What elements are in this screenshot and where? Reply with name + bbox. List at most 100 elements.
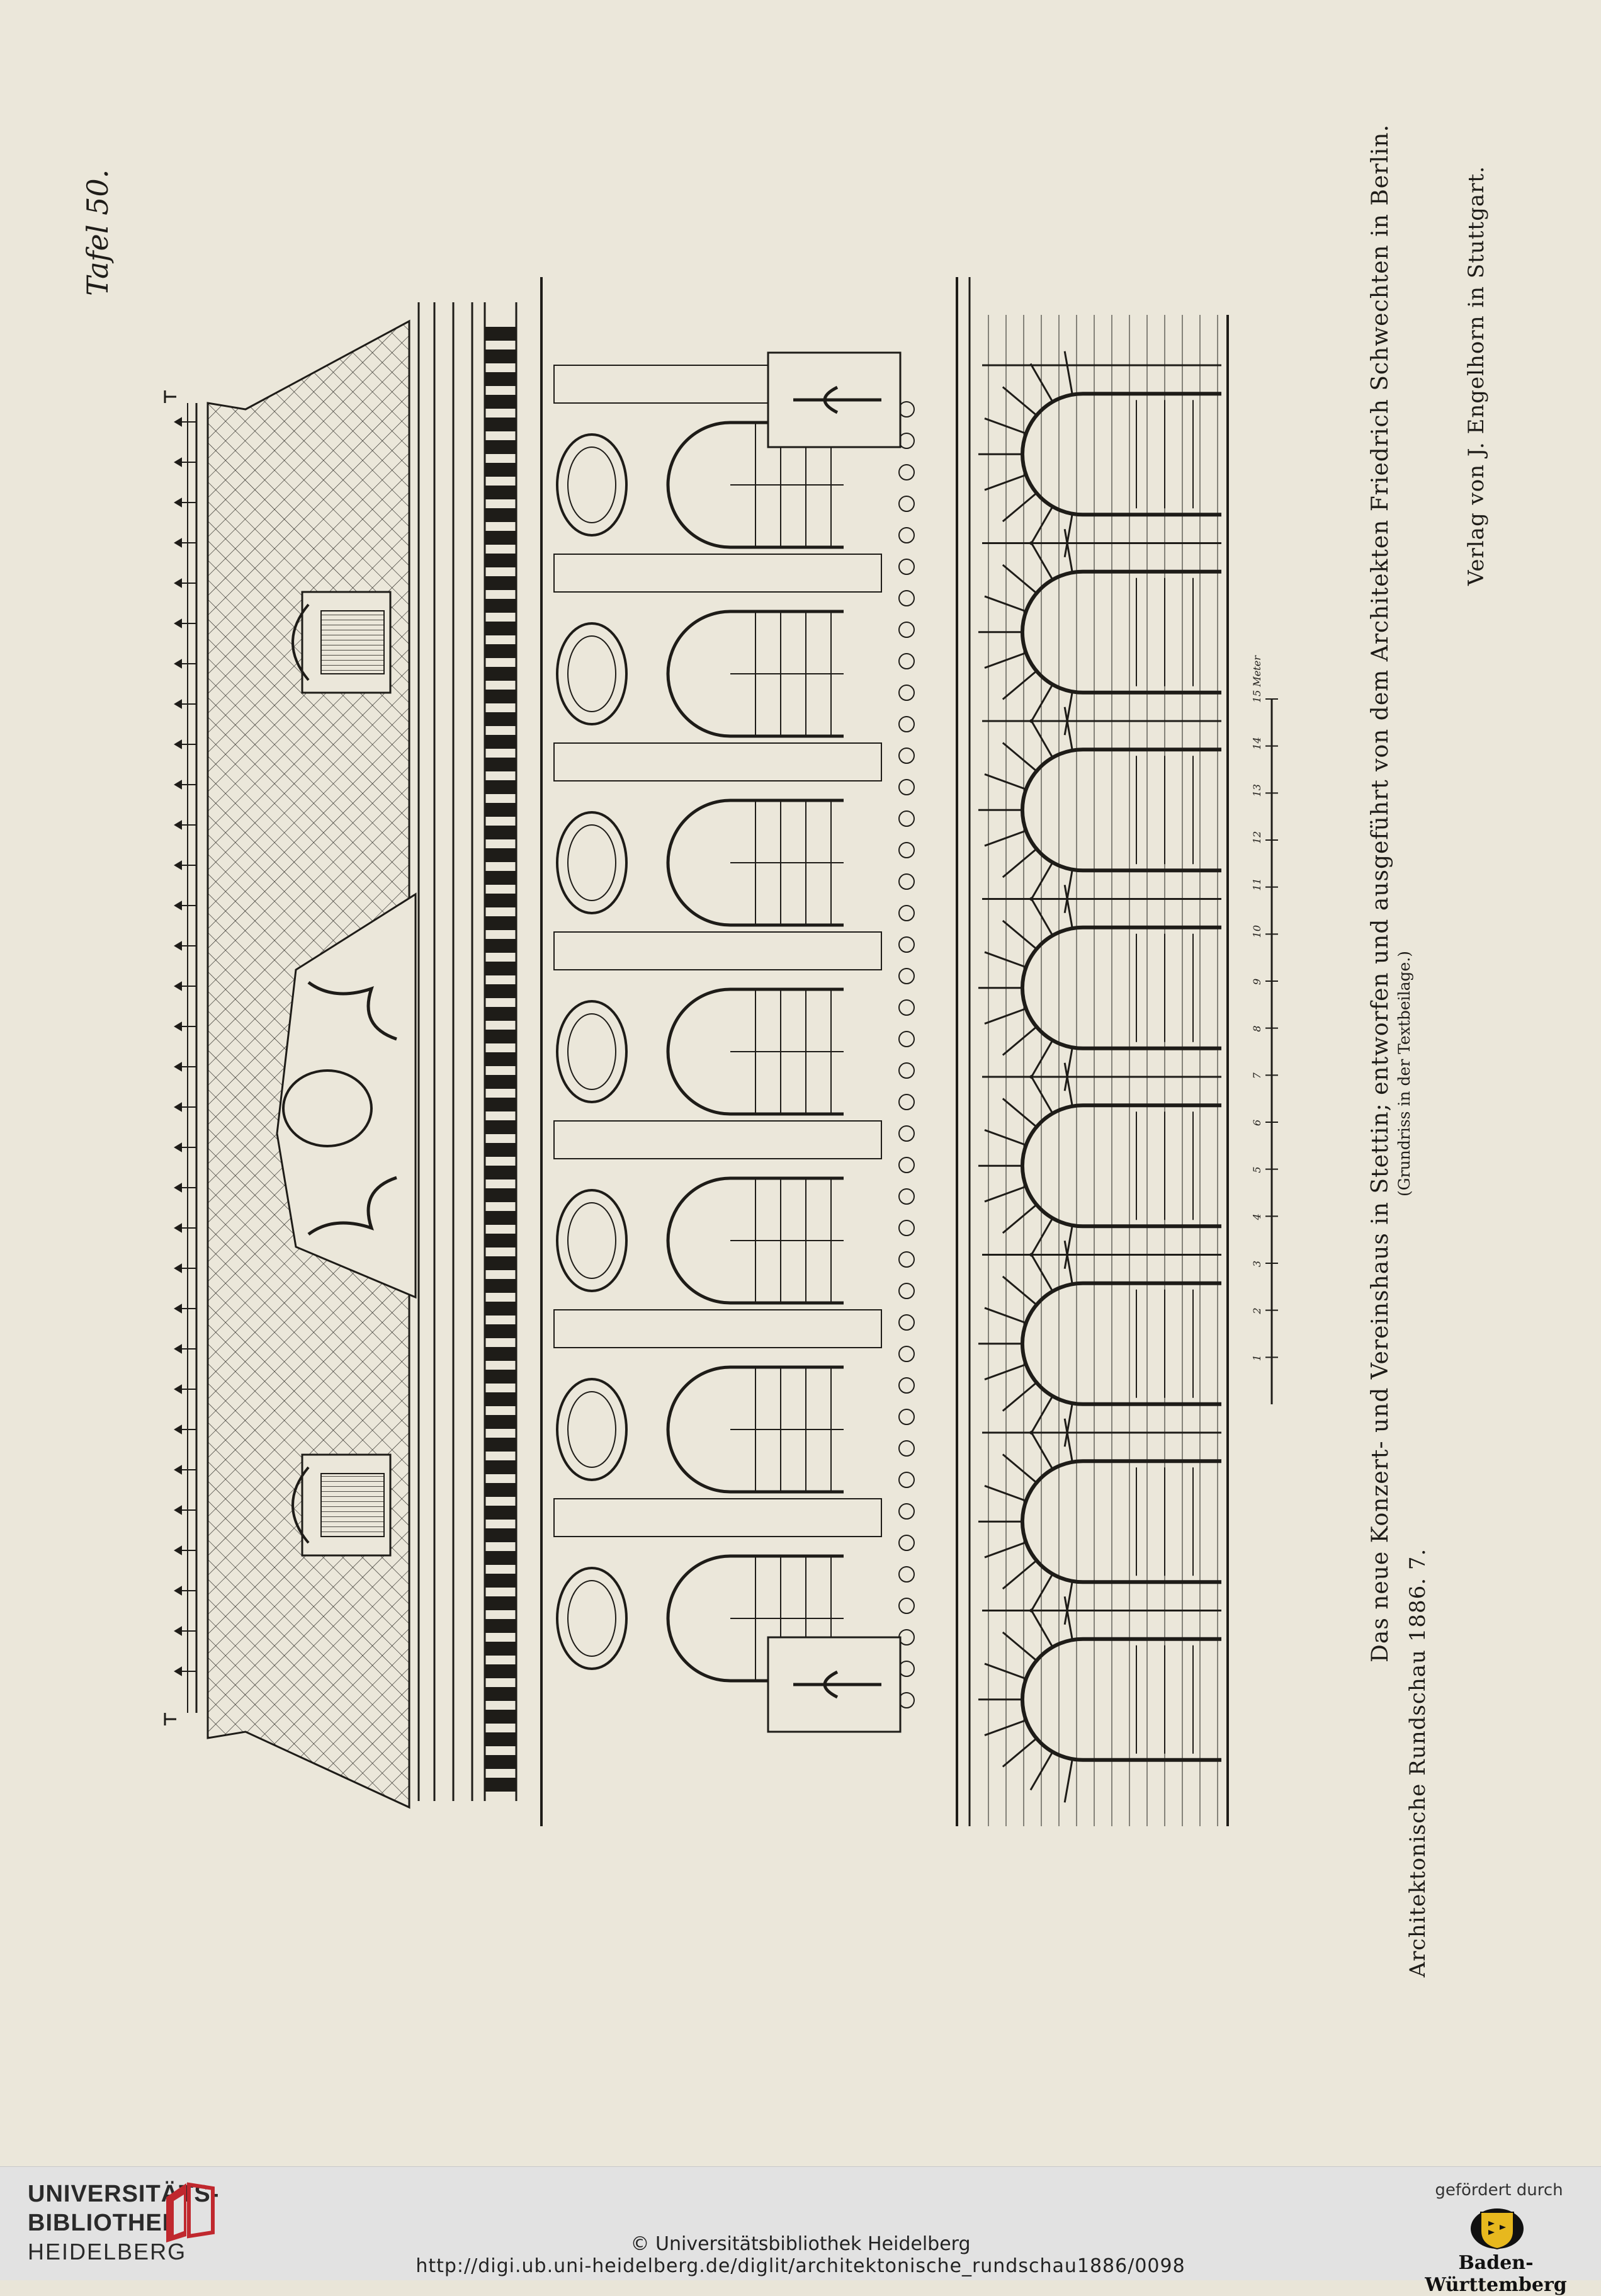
arcade-arch bbox=[1021, 392, 1221, 517]
modillion bbox=[484, 1188, 517, 1202]
ornament-rosette bbox=[898, 810, 915, 827]
voussoir bbox=[1002, 492, 1038, 523]
cresting-finial bbox=[174, 1424, 182, 1435]
cresting-finial bbox=[174, 1666, 182, 1676]
voussoir bbox=[984, 829, 1027, 847]
cresting-finial bbox=[174, 981, 182, 991]
voussoir bbox=[984, 474, 1027, 491]
modillion bbox=[484, 1302, 517, 1316]
voussoir bbox=[984, 1008, 1027, 1025]
ornament-rosette bbox=[898, 1125, 915, 1142]
cresting-finial bbox=[174, 417, 182, 427]
modillion bbox=[484, 962, 517, 975]
voussoir bbox=[1063, 691, 1073, 736]
modillion bbox=[484, 826, 517, 839]
modillion bbox=[484, 667, 517, 681]
voussoir bbox=[984, 1719, 1027, 1736]
scale-label: 12 bbox=[1251, 831, 1263, 844]
baden-wuerttemberg-crest-icon bbox=[1471, 2208, 1524, 2250]
modillion bbox=[484, 712, 517, 726]
finial-top bbox=[164, 390, 176, 403]
voussoir bbox=[984, 1662, 1027, 1680]
oval-window-inner bbox=[567, 1391, 616, 1468]
modillion bbox=[484, 418, 517, 431]
cresting-finial bbox=[174, 1021, 182, 1031]
voussoir bbox=[984, 773, 1027, 790]
scale-label: 7 bbox=[1251, 1072, 1263, 1079]
journal-reference: Architektonische Rundschau 1886. 7. bbox=[1405, 1548, 1430, 1977]
cresting-finial bbox=[174, 1102, 182, 1112]
voussoir bbox=[1002, 1631, 1038, 1662]
scale-label: 13 bbox=[1251, 784, 1263, 797]
arched-window bbox=[666, 1365, 844, 1494]
ornament-rosette bbox=[898, 716, 915, 732]
modillion bbox=[484, 916, 517, 930]
modillion bbox=[484, 1052, 517, 1066]
cresting-finial bbox=[174, 901, 182, 911]
ornament-rosette bbox=[898, 1598, 915, 1614]
scale-label: 10 bbox=[1251, 925, 1263, 938]
ornament-rosette bbox=[898, 1472, 915, 1488]
cresting-finial bbox=[174, 538, 182, 548]
copyright-notice: © Universitätsbibliothek Heidelberg bbox=[630, 2233, 971, 2255]
arcade-arch bbox=[1021, 1459, 1221, 1584]
pilaster bbox=[553, 1498, 882, 1537]
modillion bbox=[484, 1596, 517, 1610]
ornament-rosette bbox=[898, 747, 915, 764]
oval-window-inner bbox=[567, 635, 616, 712]
ornament-rosette bbox=[898, 527, 915, 543]
plate-title: Das neue Konzert- und Vereinshaus in Ste… bbox=[1367, 124, 1393, 1662]
ornament-rosette bbox=[898, 873, 915, 890]
modillion bbox=[484, 939, 517, 953]
dormer-arch bbox=[291, 603, 310, 681]
modillion bbox=[484, 350, 517, 363]
voussoir bbox=[1063, 1225, 1073, 1270]
voussoir bbox=[1002, 848, 1038, 878]
ornament-rosette bbox=[898, 1503, 915, 1520]
scale-label: 15 Meter bbox=[1251, 655, 1263, 703]
arched-window bbox=[666, 1176, 844, 1305]
voussoir bbox=[1063, 1418, 1073, 1462]
modillion bbox=[484, 1256, 517, 1270]
ornament-rosette bbox=[898, 1692, 915, 1708]
scale-label: 2 bbox=[1251, 1307, 1263, 1314]
voussoir bbox=[1002, 670, 1038, 700]
ornament-rosette bbox=[898, 1314, 915, 1331]
ornament-rosette bbox=[898, 968, 915, 984]
dormer-window bbox=[320, 1473, 385, 1537]
ornament-rosette bbox=[898, 999, 915, 1016]
cresting-finial bbox=[174, 497, 182, 508]
modillion bbox=[484, 622, 517, 635]
modillion bbox=[484, 395, 517, 409]
cresting-finial bbox=[174, 780, 182, 790]
ornament-rosette bbox=[898, 1094, 915, 1110]
modillion bbox=[484, 735, 517, 749]
ornament-rosette bbox=[898, 1535, 915, 1551]
voussoir bbox=[1063, 707, 1073, 751]
ornament-rosette bbox=[898, 622, 915, 638]
voussoir bbox=[1002, 1559, 1038, 1590]
modillion bbox=[484, 440, 517, 454]
ornament-rosette bbox=[898, 1377, 915, 1394]
modillion bbox=[484, 1143, 517, 1157]
voussoir bbox=[1063, 1047, 1073, 1091]
modillion bbox=[484, 531, 517, 545]
modillion bbox=[484, 576, 517, 590]
modillion bbox=[484, 848, 517, 862]
modillion bbox=[484, 1098, 517, 1111]
ornament-rosette bbox=[898, 1031, 915, 1047]
modillion bbox=[484, 1460, 517, 1474]
modillion bbox=[484, 1528, 517, 1542]
cresting-finial bbox=[174, 1223, 182, 1233]
scale-label: 8 bbox=[1251, 1025, 1263, 1031]
central-gable bbox=[276, 892, 417, 1299]
pilaster bbox=[553, 742, 882, 781]
voussoir bbox=[1063, 1240, 1073, 1285]
ornament-rosette bbox=[898, 1188, 915, 1205]
ornament-rosette bbox=[898, 401, 915, 418]
modillion bbox=[484, 1347, 517, 1361]
modillion bbox=[484, 1075, 517, 1089]
permalink-url[interactable]: http://digi.ub.uni-heidelberg.de/diglit/… bbox=[416, 2255, 1185, 2277]
